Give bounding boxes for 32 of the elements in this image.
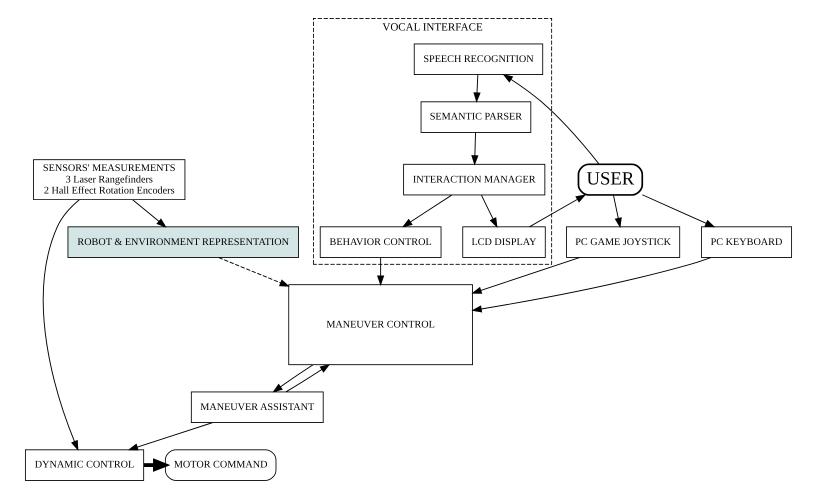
arrow xyxy=(642,194,716,228)
arrow xyxy=(480,194,498,228)
node-box: PC KEYBOARD xyxy=(700,226,792,258)
node-box: INTERACTION MANAGER xyxy=(403,164,546,196)
arrow xyxy=(42,199,80,451)
node-box: ROBOT & ENVIRONMENT REPRESENTATION xyxy=(68,226,299,258)
arrow xyxy=(128,422,214,450)
arrow xyxy=(612,194,622,228)
arrow xyxy=(471,132,479,166)
arrow xyxy=(144,458,170,472)
arrow xyxy=(529,194,586,228)
arrow xyxy=(377,257,384,286)
node-box: MANEUVER CONTROL xyxy=(288,284,473,366)
node-box: MOTOR COMMAND xyxy=(164,449,276,481)
arrow xyxy=(502,74,600,165)
arrow xyxy=(471,257,712,313)
arrow xyxy=(132,199,167,228)
node-box: PC GAME JOYSTICK xyxy=(566,226,680,258)
node-box: SPEECH RECOGNITION xyxy=(414,44,544,75)
arrow xyxy=(272,364,314,393)
node-box: BEHAVIOR CONTROL xyxy=(320,226,442,258)
node-box: USER xyxy=(578,163,644,196)
arrow xyxy=(473,74,481,103)
node-box: SEMANTIC PARSER xyxy=(420,101,532,133)
arrow xyxy=(402,194,452,228)
arrow xyxy=(286,364,330,392)
node-box: LCD DISPLAY xyxy=(462,226,546,258)
node-box: MANEUVER ASSISTANT xyxy=(190,392,324,423)
arrow xyxy=(471,257,580,294)
node-box: SENSORS' MEASUREMENTS 3 Laser Rangefinders 2 Hall Effect Rotation Encoders xyxy=(33,159,186,200)
arrow xyxy=(218,257,290,287)
node-box: DYNAMIC CONTROL xyxy=(24,449,144,481)
